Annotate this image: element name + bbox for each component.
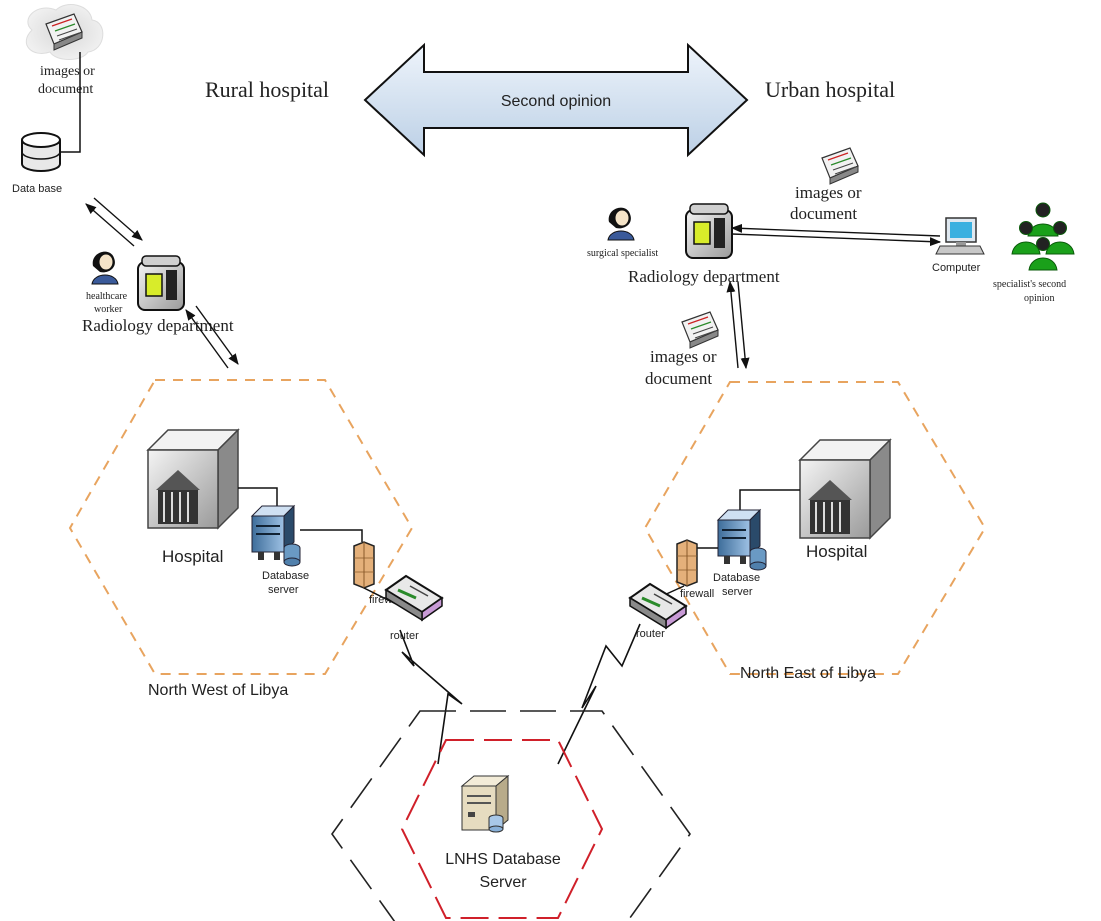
nw-db-server-label-2: server	[268, 584, 299, 596]
firewall-icon	[353, 541, 375, 589]
rural-doc-label-2: document	[38, 82, 93, 97]
rural-hospital-title: Rural hospital	[205, 77, 329, 102]
rural-db-radiology-arrows	[85, 197, 143, 247]
surgical-specialist-icon	[607, 207, 635, 241]
radiology-device-icon	[685, 203, 733, 259]
database-label: Data base	[12, 183, 62, 195]
rural-doc-label-1: images or	[40, 64, 95, 79]
database-server-icon	[251, 505, 301, 567]
worker-label-1: healthcare	[86, 291, 128, 302]
lnhs-server-label-2: Server	[479, 874, 527, 891]
second-opinion-label-1: specialist's second	[993, 279, 1066, 290]
radiology-device-icon	[137, 255, 185, 311]
hospital-icon	[147, 429, 239, 529]
second-opinion-label-2: opinion	[1024, 293, 1055, 304]
database-icon	[21, 132, 61, 172]
surgical-specialist-label: surgical specialist	[587, 248, 658, 259]
nw-router-label: router	[390, 630, 419, 642]
printer-icon	[821, 147, 859, 185]
healthcare-worker-icon	[91, 251, 119, 285]
nw-region-label: North West of Libya	[148, 682, 288, 699]
nw-wan-link	[399, 629, 463, 765]
urban-doc-mid-label-1: images or	[650, 347, 717, 366]
router-icon	[628, 582, 688, 630]
radiology-computer-arrows	[730, 223, 942, 247]
database-server-icon	[717, 509, 767, 571]
specialist-group-icon	[1011, 202, 1075, 271]
lnhs-server-label-1: LNHS Database	[445, 851, 561, 868]
north-east-region-hexagon	[643, 381, 987, 675]
urban-radiology-network-arrows	[726, 280, 750, 370]
ne-wan-link	[557, 623, 641, 765]
firewall-icon	[676, 539, 698, 587]
ne-router-label: router	[636, 628, 665, 640]
second-opinion-arrow	[363, 42, 749, 158]
north-west-region-hexagon	[68, 379, 414, 675]
ne-hospital-label: Hospital	[806, 542, 867, 561]
ne-hospital-server-link	[739, 489, 800, 512]
lnhs-server-icon	[460, 774, 510, 833]
worker-label-2: worker	[94, 304, 123, 315]
printer-icon	[681, 311, 719, 349]
nw-hospital-server-link	[238, 487, 278, 508]
ne-db-server-label-2: server	[722, 586, 753, 598]
hospital-icon	[799, 439, 891, 539]
nw-db-server-label-1: Database	[262, 570, 309, 582]
urban-doc-top-label-2: document	[790, 204, 857, 223]
ne-firewall-label: firewall	[680, 588, 714, 600]
nw-server-firewall-link	[300, 529, 363, 542]
ne-db-server-label-1: Database	[713, 572, 760, 584]
computer-icon	[935, 217, 985, 255]
rural-doc-connector	[60, 52, 81, 153]
rural-radiology-network-arrows	[185, 305, 239, 369]
central-inner-hexagon	[400, 739, 604, 919]
router-icon	[384, 574, 444, 622]
urban-hospital-title: Urban hospital	[765, 77, 895, 102]
computer-label: Computer	[932, 262, 981, 274]
central-outer-hexagon	[331, 710, 691, 921]
ne-region-label: North East of Libya	[740, 665, 876, 682]
urban-doc-mid-label-2: document	[645, 369, 712, 388]
urban-doc-top-label-1: images or	[795, 183, 862, 202]
rural-radiology-label: Radiology department	[82, 316, 234, 335]
nw-hospital-label: Hospital	[162, 547, 223, 566]
second-opinion-label: Second opinion	[501, 93, 611, 110]
urban-radiology-label: Radiology department	[628, 267, 780, 286]
